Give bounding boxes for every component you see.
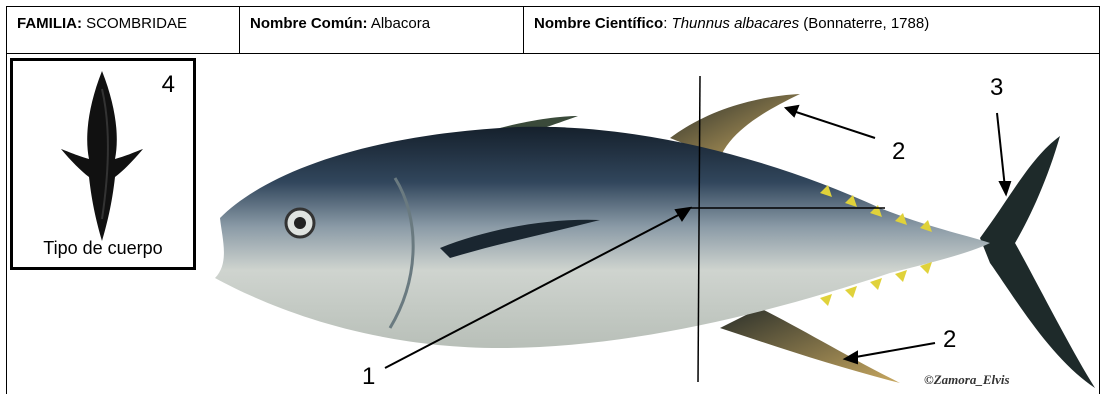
tuna-illustration: [200, 58, 1100, 394]
anal-fin: [720, 308, 900, 383]
nombre-comun-label: Nombre Común:: [250, 15, 368, 32]
nombre-cientifico-label: Nombre Científico: [534, 15, 663, 32]
callout-2-anal: 2: [943, 326, 956, 354]
arrow-3: [997, 113, 1005, 188]
callout-1: 1: [362, 363, 375, 391]
arrow-2-anal: [850, 343, 935, 358]
species-header: FAMILIA: SCOMBRIDAE Nombre Común: Albaco…: [6, 6, 1100, 54]
nombre-comun-cell: Nombre Común: Albacora: [240, 7, 524, 53]
callout-3: 3: [990, 74, 1003, 102]
nombre-cientifico-value: Thunnus albacares: [672, 15, 800, 32]
nombre-cientifico-sep: :: [663, 15, 667, 32]
fish-body: [215, 127, 990, 348]
familia-value: SCOMBRIDAE: [86, 15, 187, 32]
callout-2-dorsal: 2: [892, 138, 905, 166]
nombre-comun-value: Albacora: [371, 15, 430, 32]
body-type-box: 4 Tipo de cuerpo: [10, 58, 196, 270]
caudal-fin: [980, 136, 1095, 388]
body-shape-icon: [57, 69, 147, 244]
body-type-caption: Tipo de cuerpo: [13, 238, 193, 259]
nombre-cientifico-author: (Bonnaterre, 1788): [803, 15, 929, 32]
image-credit: ©Zamora_Elvis: [924, 372, 1010, 388]
body-type-number: 4: [162, 71, 175, 99]
familia-label: FAMILIA:: [17, 15, 82, 32]
arrow-2-dorsal: [790, 110, 875, 138]
nombre-cientifico-cell: Nombre Científico: Thunnus albacares (Bo…: [524, 7, 1099, 53]
familia-cell: FAMILIA: SCOMBRIDAE: [7, 7, 240, 53]
